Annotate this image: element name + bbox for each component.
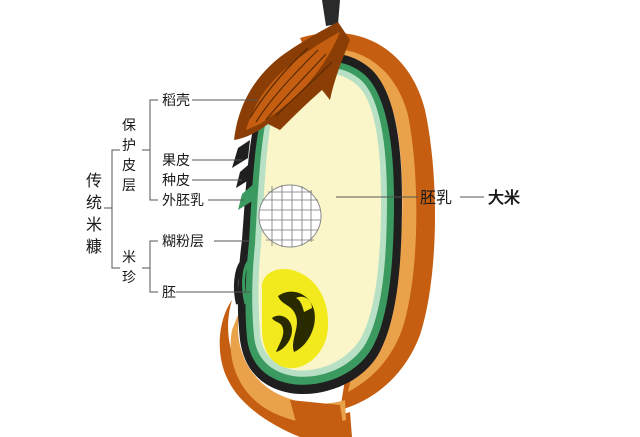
- label-nucellus: 外胚乳: [162, 193, 204, 209]
- label-seed-coat: 种皮: [162, 173, 190, 189]
- leader-lines: [176, 99, 484, 293]
- label-pericarp: 果皮: [162, 153, 190, 169]
- label-char: 糠: [86, 237, 102, 256]
- label-char: 传: [86, 171, 102, 190]
- label-white-rice: 大米: [488, 188, 521, 207]
- label-char: 米: [86, 215, 102, 234]
- label-husk: 稻壳: [162, 92, 190, 109]
- label-char: 珍: [122, 270, 136, 286]
- label-char: 皮: [122, 158, 136, 174]
- brackets: [104, 99, 158, 293]
- endosperm-cell-magnifier: [258, 184, 322, 248]
- label-char: 保: [122, 118, 136, 134]
- label-aleurone-layer: 糊粉层: [162, 234, 204, 250]
- grain-base: [219, 300, 352, 437]
- husk-cap: [234, 22, 350, 140]
- label-char: 统: [86, 193, 102, 212]
- label-char: 护: [122, 138, 136, 154]
- label-char: 米: [122, 250, 136, 266]
- label-char: 层: [122, 178, 136, 194]
- left-layer-tips: [232, 140, 256, 210]
- label-endosperm: 胚乳: [420, 188, 452, 207]
- vertical-label-protective-layer: 保 护 皮 层: [122, 118, 136, 194]
- vertical-label-rice-germ: 米 珍: [122, 250, 136, 286]
- vertical-label-traditional-rice-bran: 传 统 米 糠: [86, 171, 102, 256]
- stem-top: [322, 0, 340, 26]
- husk-outer: [300, 32, 436, 411]
- germ: [261, 268, 329, 369]
- label-germ: 胚: [162, 285, 176, 301]
- base-left-layers: [233, 260, 250, 305]
